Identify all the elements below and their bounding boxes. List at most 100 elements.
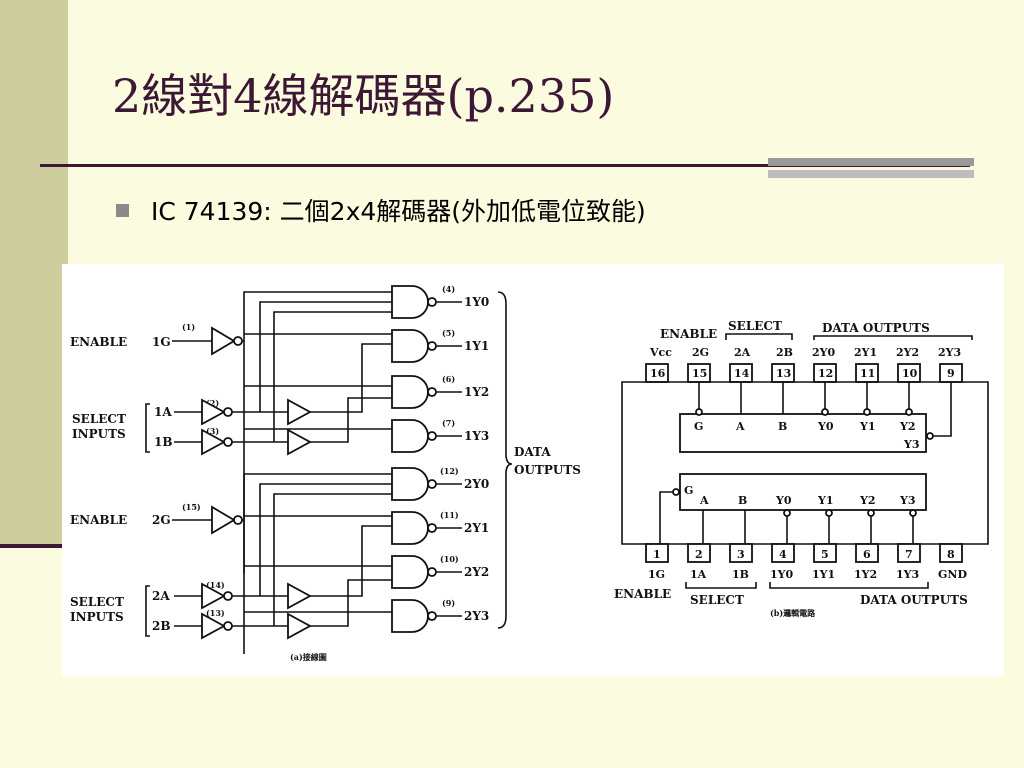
select-label-1a: SELECT bbox=[72, 412, 126, 426]
title-divider-accent-2 bbox=[768, 170, 974, 178]
logic-diagram: ENABLE SELECT INPUTS ENABLE SELECT INPUT… bbox=[70, 284, 581, 662]
outputs-label: OUTPUTS bbox=[514, 463, 581, 477]
nand-gate-1y0 bbox=[391, 285, 462, 319]
pin-1b: (3) bbox=[206, 426, 219, 436]
pin-2y1: (11) bbox=[440, 510, 459, 520]
enable-label-2: ENABLE bbox=[70, 513, 127, 527]
output-2y0: 2Y0 bbox=[464, 477, 489, 491]
left-accent-rule bbox=[0, 544, 68, 548]
pin-2y2: (10) bbox=[440, 554, 459, 564]
select-label-2a: SELECT bbox=[70, 595, 124, 609]
upper-y0: Y0 bbox=[817, 420, 834, 433]
bullet-square-icon bbox=[116, 203, 129, 217]
output-2y1: 2Y1 bbox=[464, 521, 489, 535]
upper-y3: Y3 bbox=[903, 438, 920, 451]
output-2y2: 2Y2 bbox=[464, 565, 489, 579]
top-pin-name-11: 2Y1 bbox=[854, 346, 877, 359]
top-data-outputs-label: DATA OUTPUTS bbox=[822, 321, 930, 335]
bottom-pin-name-2: 1A bbox=[690, 568, 707, 581]
lower-y0: Y0 bbox=[775, 494, 792, 507]
chip-body bbox=[621, 381, 989, 545]
input-1g: 1G bbox=[152, 335, 171, 349]
nand-gate-1y3 bbox=[391, 419, 462, 453]
caption-a: (a)接線圖 bbox=[290, 652, 327, 662]
top-pin-name-14: 2A bbox=[734, 346, 751, 359]
lower-b: B bbox=[738, 494, 747, 507]
top-enable-label: ENABLE bbox=[660, 327, 717, 341]
data-label: DATA bbox=[514, 445, 551, 459]
lower-a: A bbox=[699, 494, 709, 507]
nand-gate-2y1 bbox=[391, 511, 462, 545]
lower-y1: Y1 bbox=[817, 494, 834, 507]
bottom-pin-1: 1 bbox=[653, 548, 661, 561]
upper-a: A bbox=[735, 420, 745, 433]
output-1y3: 1Y3 bbox=[464, 429, 489, 443]
top-pin-name-10: 2Y2 bbox=[896, 346, 919, 359]
top-pin-name-15: 2G bbox=[692, 346, 709, 359]
nand-gate-2y0 bbox=[391, 467, 462, 501]
lower-decoder-block bbox=[679, 473, 927, 511]
slide-title: 2線對4線解碼器(p.235) bbox=[112, 69, 615, 123]
enable-label-1: ENABLE bbox=[70, 335, 127, 349]
lower-y2: Y2 bbox=[859, 494, 876, 507]
top-pin-16: 16 bbox=[650, 367, 666, 380]
top-pin-15: 15 bbox=[692, 367, 707, 380]
bottom-pin-name-3: 1B bbox=[732, 568, 749, 581]
figure-svg: ENABLE SELECT INPUTS ENABLE SELECT INPUT… bbox=[70, 284, 989, 662]
ic-74139-figure: ENABLE SELECT INPUTS ENABLE SELECT INPUT… bbox=[62, 264, 1004, 676]
input-2g: 2G bbox=[152, 513, 171, 527]
input-2b: 2B bbox=[152, 619, 171, 633]
top-pin-name-16: Vcc bbox=[649, 346, 672, 359]
title-divider bbox=[40, 164, 970, 167]
bottom-enable-label: ENABLE bbox=[614, 587, 671, 601]
bottom-pin-name-8: GND bbox=[938, 568, 967, 581]
bottom-pin-name-6: 1Y2 bbox=[854, 568, 877, 581]
top-pin-10: 10 bbox=[902, 367, 918, 380]
bottom-pin-6: 6 bbox=[863, 548, 871, 561]
upper-g: G bbox=[694, 420, 703, 433]
pin-1y1: (5) bbox=[442, 328, 455, 338]
bottom-pin-name-1: 1G bbox=[648, 568, 665, 581]
bottom-pin-7: 7 bbox=[905, 548, 913, 561]
bullet-item: IC 74139: 二個2x4解碼器(外加低電位致能) bbox=[116, 192, 646, 228]
bottom-pin-3: 3 bbox=[737, 548, 745, 561]
top-pin-14: 14 bbox=[734, 367, 750, 380]
pinout-diagram: ENABLE SELECT DATA OUTPUTS Vcc 2G 2A 2B … bbox=[614, 319, 989, 618]
top-pin-9: 9 bbox=[947, 367, 955, 380]
upper-b: B bbox=[778, 420, 787, 433]
pin-1a: (2) bbox=[206, 398, 219, 408]
top-pin-name-9: 2Y3 bbox=[938, 346, 961, 359]
pin-2a: (14) bbox=[206, 580, 225, 590]
output-1y0: 1Y0 bbox=[464, 295, 489, 309]
bottom-pin-2: 2 bbox=[695, 548, 703, 561]
left-accent-bar bbox=[0, 0, 68, 548]
nand-gate-2y2 bbox=[391, 555, 462, 589]
bottom-pin-name-4: 1Y0 bbox=[770, 568, 794, 581]
nand-gate-1y2 bbox=[391, 375, 462, 409]
upper-y2: Y2 bbox=[899, 420, 916, 433]
bottom-pin-name-5: 1Y1 bbox=[812, 568, 835, 581]
nand-gate-2y3 bbox=[391, 599, 462, 633]
pin-1y3: (7) bbox=[442, 418, 455, 428]
top-pin-11: 11 bbox=[860, 367, 875, 380]
top-select-label: SELECT bbox=[728, 319, 782, 333]
bottom-pin-name-7: 1Y3 bbox=[896, 568, 919, 581]
output-1y1: 1Y1 bbox=[464, 339, 489, 353]
top-pin-name-13: 2B bbox=[776, 346, 793, 359]
input-2a: 2A bbox=[152, 589, 170, 603]
pin-1g: (1) bbox=[182, 322, 195, 332]
lower-g: G bbox=[684, 484, 693, 497]
bullet-text: IC 74139: 二個2x4解碼器(外加低電位致能) bbox=[151, 197, 646, 226]
title-divider-accent bbox=[768, 158, 974, 166]
pin-1y0: (4) bbox=[442, 284, 455, 294]
upper-y1: Y1 bbox=[859, 420, 876, 433]
upper-decoder-block bbox=[679, 413, 927, 453]
top-pin-name-12: 2Y0 bbox=[812, 346, 836, 359]
top-pin-13: 13 bbox=[776, 367, 791, 380]
output-2y3: 2Y3 bbox=[464, 609, 489, 623]
top-pin-12: 12 bbox=[818, 367, 833, 380]
output-1y2: 1Y2 bbox=[464, 385, 489, 399]
pin-2g: (15) bbox=[182, 502, 201, 512]
caption-b: (b)邏輯電路 bbox=[770, 608, 816, 618]
nand-gate-1y1 bbox=[391, 329, 462, 363]
